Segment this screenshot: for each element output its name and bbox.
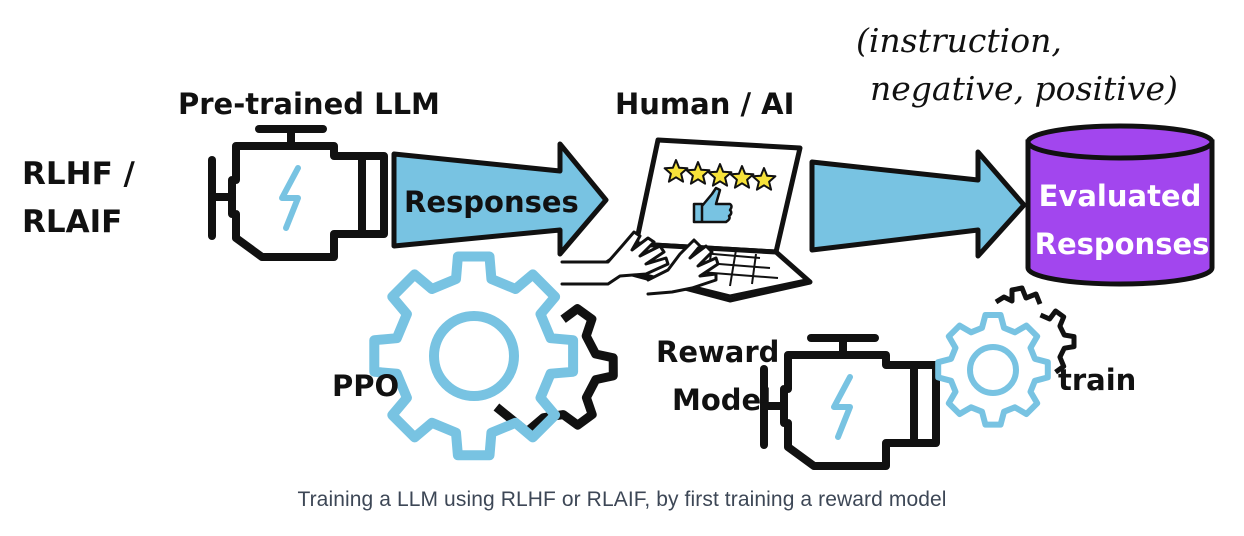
star-icon bbox=[663, 159, 689, 183]
rating-stars bbox=[663, 159, 777, 191]
database-label-line2: Responses bbox=[1035, 227, 1210, 261]
reward-model-label-line2: Model bbox=[672, 383, 771, 417]
star-icon bbox=[685, 161, 711, 185]
train-label: train bbox=[1058, 363, 1136, 397]
triplet-label-line1: (instruction, bbox=[856, 21, 1062, 60]
rlhf-label-line2: RLAIF bbox=[22, 204, 122, 240]
pretrained-llm-label: Pre-trained LLM bbox=[178, 87, 440, 121]
typing-hands-icon bbox=[560, 230, 720, 296]
responses-arrow-label: Responses bbox=[404, 185, 579, 219]
evaluated-arrow bbox=[809, 149, 1027, 259]
ppo-label: PPO bbox=[332, 369, 399, 403]
train-big-gear-hub bbox=[967, 344, 1019, 396]
human-ai-label: Human / AI bbox=[615, 87, 794, 121]
train-small-gear-icon bbox=[1039, 308, 1077, 375]
star-icon bbox=[707, 163, 733, 187]
train-big-gear-icon bbox=[935, 312, 1051, 428]
figure-caption: Training a LLM using RLHF or RLAIF, by f… bbox=[297, 488, 947, 511]
reward-model-label-line1: Reward bbox=[656, 335, 779, 369]
thumbs-up-icon bbox=[692, 186, 733, 224]
star-icon bbox=[751, 167, 777, 191]
pretrained-llm-engine-icon bbox=[208, 125, 388, 261]
rlhf-diagram: RLHF / RLAIF Pre-trained LLM Responses H… bbox=[22, 21, 1215, 470]
triplet-label-line2: negative, positive) bbox=[870, 69, 1178, 108]
train-small-gear-top-icon bbox=[994, 285, 1043, 305]
responses-arrow bbox=[391, 141, 609, 257]
evaluated-responses-database-icon bbox=[1025, 123, 1215, 287]
database-label-line1: Evaluated bbox=[1039, 179, 1202, 213]
rlhf-label-line1: RLHF / bbox=[22, 156, 136, 192]
reward-model-lightning-icon bbox=[831, 374, 853, 440]
reward-model-engine-icon bbox=[760, 334, 940, 470]
star-icon bbox=[729, 165, 755, 189]
pretrained-llm-lightning-icon bbox=[279, 165, 301, 231]
ppo-big-gear-icon bbox=[369, 251, 579, 461]
ppo-big-gear-hub bbox=[429, 311, 519, 401]
